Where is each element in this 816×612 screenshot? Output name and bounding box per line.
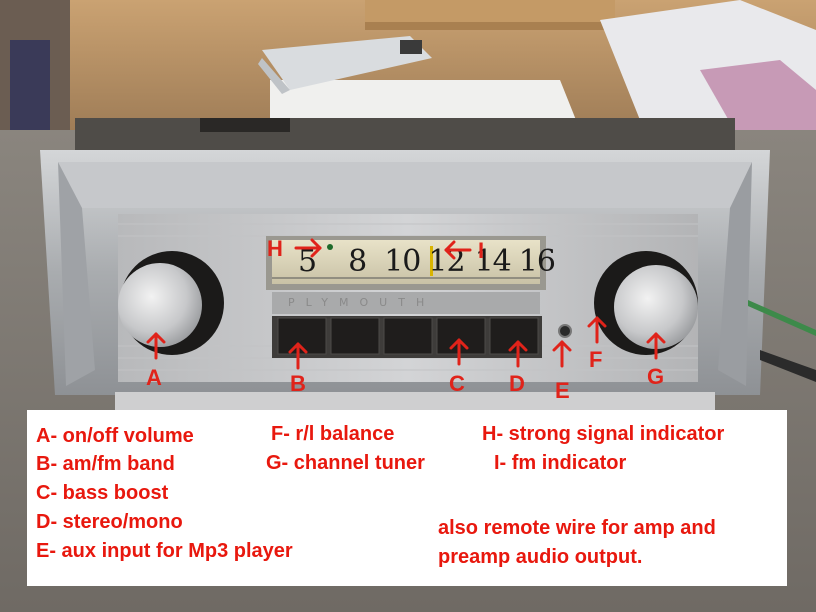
arrow-up-icon <box>508 340 528 368</box>
dial-number: 10 <box>384 244 421 279</box>
legend-item-b: B- am/fm band <box>36 453 175 475</box>
legend-item-f: F- r/l balance <box>271 423 395 445</box>
legend-item-e: E- aux input for Mp3 player <box>36 540 293 562</box>
legend-item-d: D- stereo/mono <box>36 511 183 533</box>
marker-b: B <box>290 371 306 396</box>
legend-box: A- on/off volume B- am/fm band C- bass b… <box>27 410 787 586</box>
marker-g: G <box>647 364 665 389</box>
marker-d: D <box>509 371 525 396</box>
marker-h: H <box>267 236 283 261</box>
dial-number: 8 <box>348 244 367 279</box>
dial-number: 5 <box>298 244 317 279</box>
arrow-up-icon <box>587 316 607 344</box>
arrow-up-icon <box>552 340 572 368</box>
arrow-up-icon <box>646 332 666 360</box>
marker-c: C <box>449 371 465 396</box>
legend-item-i: I- fm indicator <box>494 452 627 474</box>
legend-note-line1: also remote wire for amp and <box>438 517 716 539</box>
marker-a: A <box>146 365 162 390</box>
legend-item-a: A- on/off volume <box>36 425 194 447</box>
arrow-up-icon <box>288 342 308 370</box>
arrow-left-icon <box>444 240 472 260</box>
arrow-up-icon <box>146 332 166 360</box>
brand-strip: PLYMOUTH <box>288 296 436 309</box>
dial-scale: 5 8 10 12 14 16 <box>290 244 556 280</box>
legend-item-g: G- channel tuner <box>266 452 425 474</box>
legend-item-h: H- strong signal indicator <box>482 423 725 445</box>
dial-number: 16 <box>518 244 556 279</box>
dial-number: 14 <box>474 244 512 279</box>
arrow-right-icon <box>294 238 322 258</box>
legend-note-line2: preamp audio output. <box>438 546 643 568</box>
marker-f: F <box>589 347 603 372</box>
arrow-up-icon <box>449 338 469 366</box>
legend-item-c: C- bass boost <box>36 482 169 504</box>
marker-i: I <box>478 238 485 263</box>
marker-e: E <box>555 378 570 403</box>
